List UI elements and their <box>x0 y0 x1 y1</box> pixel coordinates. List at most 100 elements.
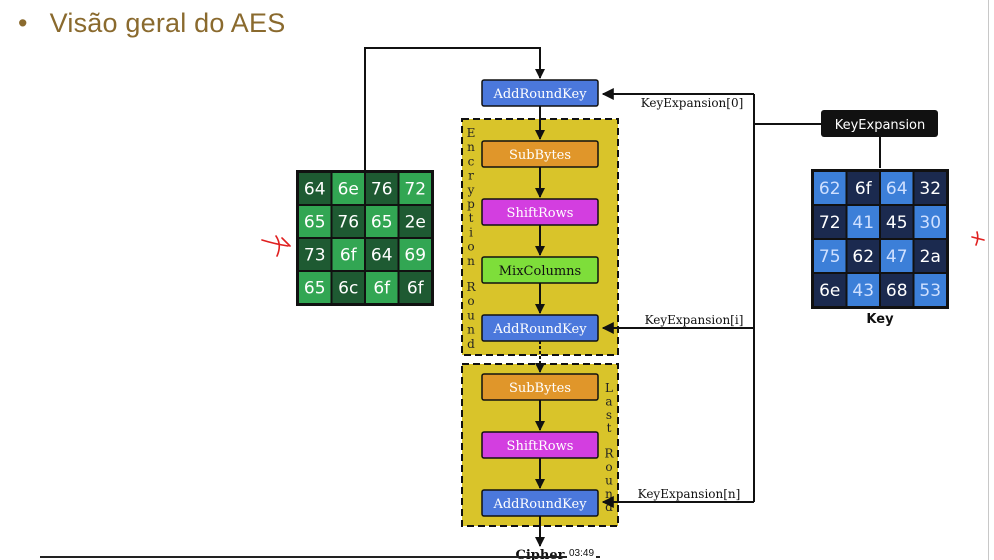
round-label-letter: n <box>605 487 613 501</box>
matrix-cell <box>299 206 331 237</box>
last-subbytes-text: SubBytes <box>509 381 571 396</box>
matrix-cell-value: 6e <box>338 180 359 200</box>
matrix-cell-value: 72 <box>404 180 426 200</box>
last-shiftrows-text: ShiftRows <box>507 439 574 454</box>
matrix-cell <box>914 274 946 306</box>
matrix-cell-value: 73 <box>304 246 326 266</box>
matrix-cell <box>366 173 398 204</box>
matrix-cell-value: 53 <box>919 281 941 301</box>
matrix-cell <box>366 239 398 270</box>
matrix-cell <box>914 240 946 272</box>
matrix-cell <box>814 274 846 306</box>
round-label-letter: u <box>467 308 475 322</box>
matrix-cell-value: 45 <box>886 213 908 233</box>
matrix-cell-value: 30 <box>919 213 941 233</box>
matrix-cell <box>881 172 913 204</box>
matrix-cell-value: 2a <box>920 247 941 267</box>
matrix-cell <box>399 239 431 270</box>
matrix-cell <box>814 172 846 204</box>
round-label-letter: n <box>467 323 475 337</box>
enc-addroundkey-box: AddRoundKey <box>481 314 599 342</box>
round-label-letter: n <box>467 140 475 154</box>
title-bullet: • <box>18 8 28 38</box>
matrix-cell <box>366 206 398 237</box>
round-label-letter: y <box>467 183 475 197</box>
round-label-letter: o <box>605 460 612 474</box>
matrix-cell <box>914 206 946 238</box>
matrix-cell-value: 6f <box>407 279 425 299</box>
matrix-cell-value: 32 <box>919 179 941 199</box>
round-label-letter: p <box>467 197 475 211</box>
round-label-letter: r <box>468 169 474 183</box>
enc-mixcolumns-box: MixColumns <box>481 256 599 284</box>
enc-subbytes-box: SubBytes <box>481 140 599 168</box>
initial-addroundkey-box: AddRoundKey <box>481 79 599 107</box>
matrix-cell <box>399 206 431 237</box>
ki-label: KeyExpansion[i] <box>645 313 744 327</box>
matrix-cell-value: 62 <box>852 247 874 267</box>
matrix-cell-value: 6e <box>819 281 840 301</box>
last-addroundkey-box: AddRoundKey <box>481 489 599 517</box>
round-label-letter: n <box>467 254 475 268</box>
key-expansion-text: KeyExpansion <box>835 118 926 133</box>
video-progress-bar[interactable] <box>40 556 600 558</box>
matrix-cell <box>332 239 364 270</box>
matrix-cell <box>914 172 946 204</box>
round-label-letter: o <box>467 294 474 308</box>
right-edge-divider <box>988 0 989 560</box>
matrix-cell <box>366 272 398 303</box>
round-label-letter: o <box>467 240 474 254</box>
matrix-cell-value: 64 <box>304 180 326 200</box>
matrix-cell <box>847 274 879 306</box>
slide-title: • Visão geral do AES <box>18 8 285 39</box>
pen-annotation-mark <box>261 235 291 257</box>
matrix-cell-value: 6f <box>855 179 873 199</box>
matrix-cell <box>399 173 431 204</box>
matrix-cell-value: 47 <box>886 247 908 267</box>
round-label-letter: a <box>605 394 612 408</box>
round-label-letter: E <box>467 126 476 140</box>
round-label-letter: R <box>604 447 614 461</box>
matrix-cell <box>332 206 364 237</box>
matrix-cell-value: 72 <box>819 213 841 233</box>
round-label-letter: R <box>466 280 476 294</box>
initial-addroundkey-text: AddRoundKey <box>492 87 587 102</box>
matrix-cell <box>332 272 364 303</box>
enc-subbytes-text: SubBytes <box>509 148 571 163</box>
round-label-letter: L <box>605 381 613 395</box>
matrix-cell-value: 6c <box>338 279 358 299</box>
matrix-cell-value: 2e <box>405 213 426 233</box>
enc-addroundkey-text: AddRoundKey <box>492 322 587 337</box>
matrix-cell-value: 76 <box>337 213 359 233</box>
matrix-cell-value: 69 <box>404 246 426 266</box>
matrix-cell <box>847 172 879 204</box>
matrix-cell-value: 68 <box>886 281 908 301</box>
matrix-cell <box>881 274 913 306</box>
matrix-cell <box>299 239 331 270</box>
round-label-letter: t <box>607 421 612 435</box>
matrix-cell-value: 75 <box>819 247 841 267</box>
round-label-letter: c <box>468 154 475 168</box>
matrix-cell <box>847 240 879 272</box>
title-text: Visão geral do AES <box>49 8 286 38</box>
matrix-cell-value: 43 <box>852 281 874 301</box>
input-to-addroundkey-line <box>364 47 545 170</box>
last-addroundkey-text: AddRoundKey <box>492 497 587 512</box>
matrix-cell-value: 6f <box>340 246 358 266</box>
matrix-cell <box>332 173 364 204</box>
round-label-letter: d <box>467 337 475 351</box>
round-label-letter: u <box>605 473 613 487</box>
matrix-cell <box>299 272 331 303</box>
key-expansion-box: KeyExpansion <box>821 110 938 137</box>
cipher-label: Cipher <box>516 548 565 560</box>
key-label: Key <box>866 312 894 327</box>
round-label-letter: s <box>606 408 612 422</box>
matrix-cell <box>881 240 913 272</box>
enc-mixcolumns-text: MixColumns <box>499 264 581 279</box>
matrix-cell-value: 64 <box>886 179 908 199</box>
k0-label: KeyExpansion[0] <box>641 96 744 110</box>
